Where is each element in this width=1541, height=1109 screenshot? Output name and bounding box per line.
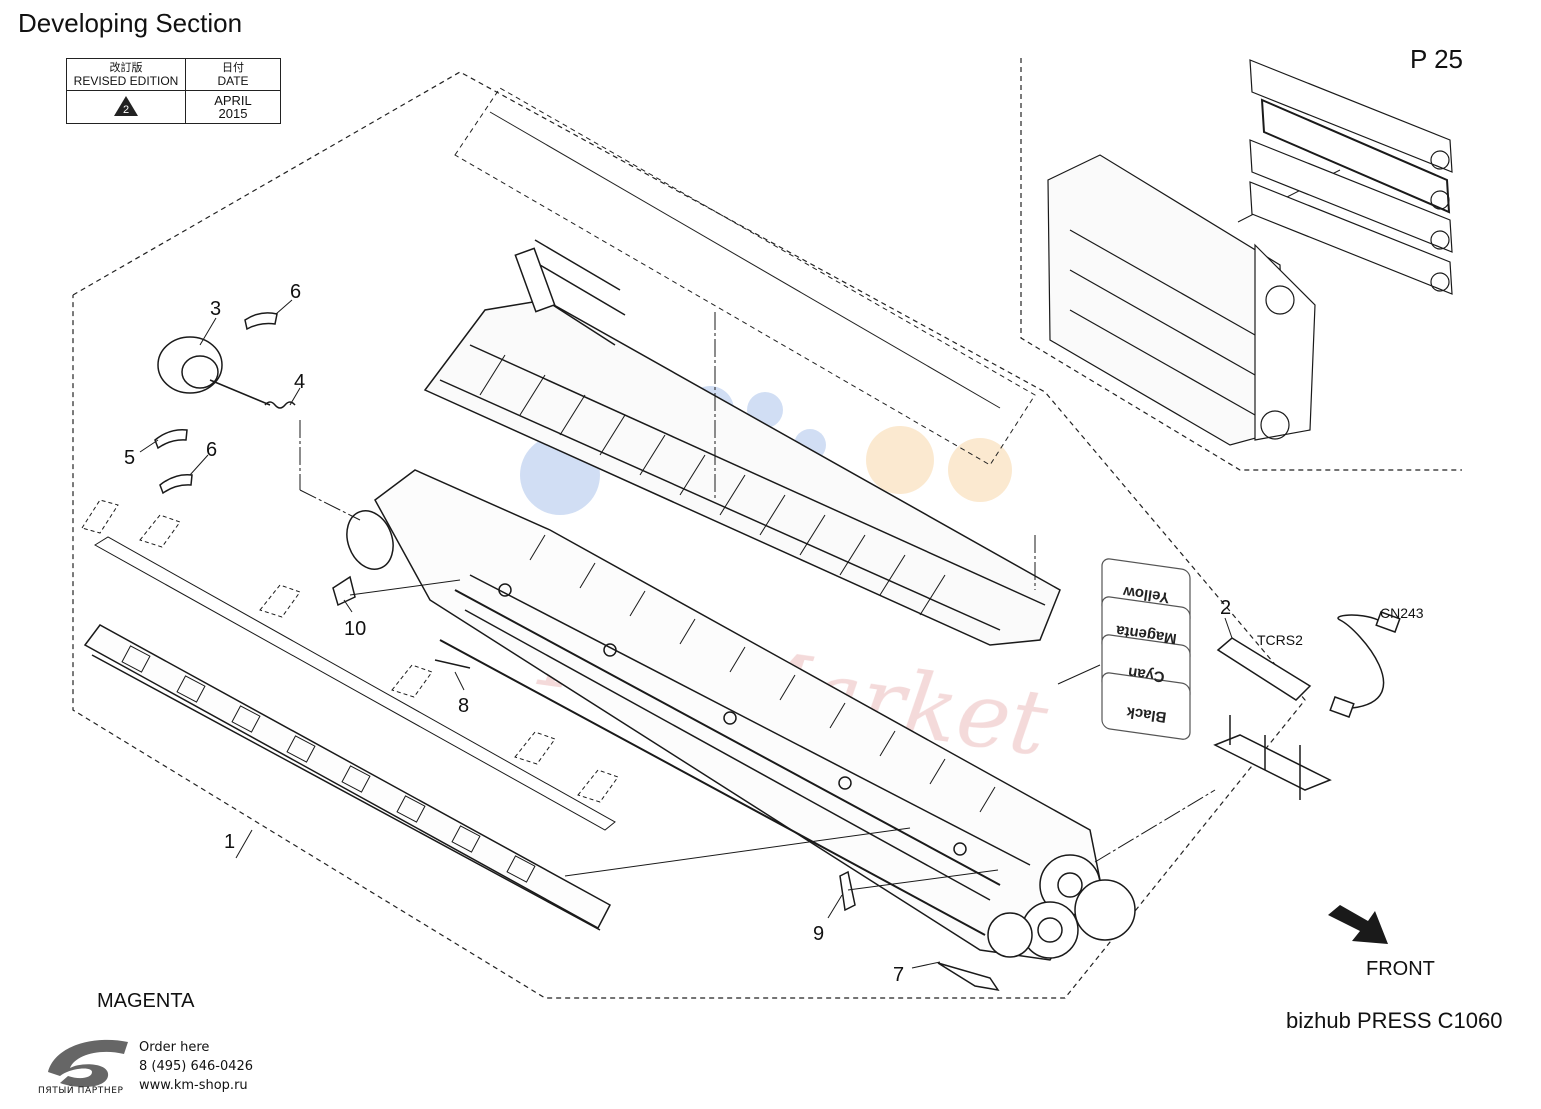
callout-10: 10 [344, 618, 366, 640]
cover-outline [454, 87, 1036, 466]
color-variant-label: MAGENTA [97, 990, 195, 1012]
model-name: bizhub PRESS C1060 [1286, 1008, 1503, 1033]
partner-logo-icon [48, 1039, 128, 1088]
upper-cover [423, 239, 1061, 646]
front-arrow-icon [1328, 905, 1388, 944]
page-title: Developing Section [18, 8, 243, 38]
inset-outline [1020, 58, 1462, 471]
cap-assembly [154, 312, 296, 495]
order-website[interactable]: www.km-shop.ru [139, 1078, 248, 1093]
callout-8: 8 [458, 695, 469, 717]
seal-strip [81, 499, 619, 831]
svg-text:2: 2 [123, 104, 129, 116]
callout-1: 1 [224, 831, 235, 853]
revision-table: 改訂版 REVISED EDITION 日付 DATE 2 APRIL 2015 [66, 58, 281, 124]
callout-7: 7 [893, 964, 904, 986]
color-label-plates [1101, 558, 1191, 740]
color-label-texts: Yellow Magenta Cyan Black [1114, 583, 1177, 726]
callout-6a: 6 [290, 281, 301, 303]
callout-6b: 6 [206, 439, 217, 461]
small-parts [332, 575, 1401, 992]
leader-lines [139, 169, 1341, 969]
tcrs-label: TCRS2 [1257, 632, 1303, 648]
callout-2: 2 [1220, 597, 1231, 619]
callout-5: 5 [124, 447, 135, 469]
callout-9: 9 [813, 923, 824, 945]
front-label: FRONT [1366, 958, 1435, 980]
callout-3: 3 [210, 298, 221, 320]
logo-caption: ПЯТЫЙ ПАРТНЕР [38, 1086, 124, 1096]
revised-edition-header: 改訂版 REVISED EDITION [66, 58, 186, 91]
date-header: 日付 DATE [185, 58, 281, 91]
label-black: Black [1125, 703, 1168, 725]
label-cyan: Cyan [1127, 663, 1166, 685]
order-line-1: Order here [139, 1040, 210, 1055]
label-yellow: Yellow [1122, 583, 1171, 606]
callout-4: 4 [294, 371, 305, 393]
revision-date: APRIL 2015 [185, 90, 281, 124]
page-number: P 25 [1410, 44, 1464, 74]
edition-triangle-icon: 2 [114, 95, 138, 116]
inset-machine [1047, 59, 1453, 446]
cn-label: CN243 [1380, 605, 1424, 621]
developing-unit-body [346, 469, 1136, 961]
callouts: 1 2 3 4 5 6 6 7 8 9 10 [124, 281, 1231, 986]
bottom-rail [83, 624, 612, 931]
order-phone: 8 (495) 646-0426 [139, 1059, 254, 1074]
edition-mark: 2 [66, 90, 186, 124]
order-info: Order here 8 (495) 646-0426 www.km-shop.… [139, 1038, 253, 1095]
